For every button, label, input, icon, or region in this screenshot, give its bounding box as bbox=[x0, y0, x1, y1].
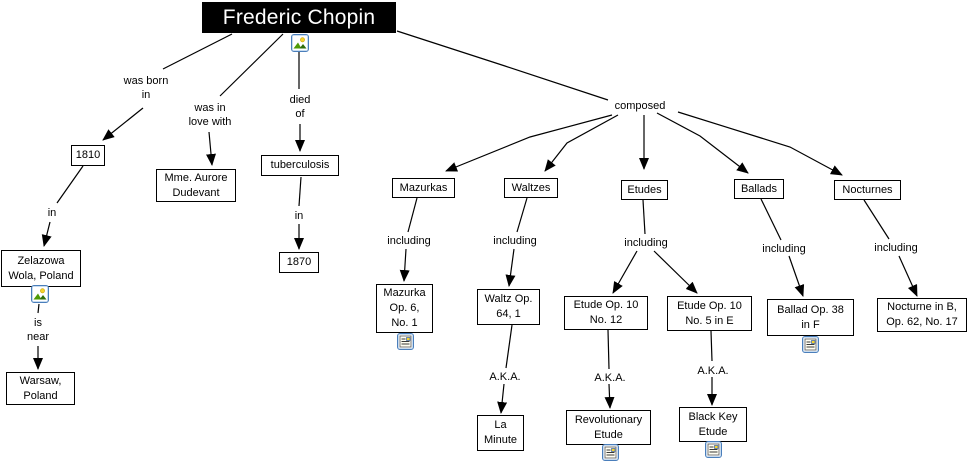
link-aka-revolutionary: A.K.A. bbox=[594, 371, 626, 384]
connector-aka-laminute bbox=[497, 383, 508, 414]
node-etudes[interactable]: Etudes bbox=[621, 180, 668, 200]
connector-etudes-including bbox=[642, 199, 646, 235]
node-zelazowa-wola[interactable]: Zelazowa Wola, Poland bbox=[1, 250, 81, 287]
link-is-near: is near bbox=[26, 317, 50, 343]
link-was-in-love-with: was in love with bbox=[188, 102, 232, 128]
node-ballad-op38[interactable]: Ballad Op. 38 in F bbox=[767, 299, 854, 336]
node-black-key-etude[interactable]: Black Key Etude bbox=[679, 407, 747, 442]
node-mme-aurore-dudevant[interactable]: Mme. Aurore Dudevant bbox=[156, 169, 236, 202]
connector-nocturnes-including bbox=[863, 199, 890, 240]
link-was-born-in: was born in bbox=[123, 75, 169, 101]
node-frederic-chopin[interactable]: Frederic Chopin bbox=[202, 2, 396, 33]
connector-etude12-aka bbox=[607, 329, 610, 370]
connector-waltzpiece-aka bbox=[505, 324, 513, 369]
link-in-birthplace: in bbox=[47, 207, 57, 219]
link-including-waltzes: including bbox=[493, 235, 537, 247]
picture-icon[interactable] bbox=[31, 285, 49, 303]
connector-aka-revolutionary bbox=[604, 383, 615, 409]
node-warsaw-poland[interactable]: Warsaw, Poland bbox=[6, 372, 75, 405]
connector-including-balladpiece bbox=[788, 255, 805, 297]
node-nocturne-op62[interactable]: Nocturne in B, Op. 62, No. 17 bbox=[877, 298, 967, 332]
node-1810[interactable]: 1810 bbox=[71, 145, 105, 166]
node-nocturnes[interactable]: Nocturnes bbox=[834, 180, 901, 200]
connector-including-mazurkapiece bbox=[399, 248, 410, 282]
connector-in-birthplace bbox=[41, 221, 52, 247]
document-icon[interactable] bbox=[397, 333, 414, 350]
connector-wasinlove-mme bbox=[206, 131, 216, 166]
node-tuberculosis[interactable]: tuberculosis bbox=[261, 155, 339, 176]
node-waltzes[interactable]: Waltzes bbox=[504, 178, 558, 198]
node-la-minute[interactable]: La Minute bbox=[477, 415, 524, 451]
connector-including-nocturnepiece bbox=[898, 255, 918, 297]
node-ballads[interactable]: Ballads bbox=[734, 179, 784, 199]
connector-etude5-aka bbox=[710, 330, 713, 362]
link-aka-blackkey: A.K.A. bbox=[697, 364, 729, 377]
link-including-nocturnes: including bbox=[874, 242, 918, 254]
node-revolutionary-etude[interactable]: Revolutionary Etude bbox=[566, 410, 651, 445]
connector-composed-waltzes bbox=[544, 114, 619, 172]
link-aka-laminute: A.K.A. bbox=[489, 370, 521, 383]
connector-composed-nocturnes bbox=[677, 111, 843, 176]
connector-mazurkas-including bbox=[407, 197, 418, 233]
connector-composed-ballads bbox=[656, 112, 749, 174]
document-icon[interactable] bbox=[602, 444, 619, 461]
link-including-etudes: including bbox=[624, 237, 668, 249]
node-mazurkas[interactable]: Mazurkas bbox=[392, 178, 455, 198]
connector-including-etude5 bbox=[653, 250, 698, 294]
connector-ballads-including bbox=[760, 198, 782, 241]
link-died-of: died of bbox=[289, 94, 311, 120]
link-in-year: in bbox=[294, 210, 304, 222]
connector-1810-in bbox=[56, 165, 84, 204]
node-waltz-op64-1[interactable]: Waltz Op. 64, 1 bbox=[477, 289, 540, 325]
connector-title-composed bbox=[396, 30, 609, 101]
picture-icon[interactable] bbox=[291, 34, 309, 52]
connector-wasbornin-1810 bbox=[102, 107, 144, 141]
node-etude-op10-no12[interactable]: Etude Op. 10 No. 12 bbox=[564, 296, 648, 330]
connector-tuberculosis-in bbox=[298, 176, 302, 207]
link-including-ballads: including bbox=[762, 243, 806, 255]
node-1870[interactable]: 1870 bbox=[279, 252, 319, 273]
connector-waltzes-including bbox=[516, 197, 528, 233]
node-etude-op10-no5[interactable]: Etude Op. 10 No. 5 in E bbox=[667, 296, 752, 331]
connector-composed-mazurkas bbox=[445, 114, 613, 172]
connector-including-waltzpiece bbox=[505, 248, 516, 287]
connector-birthplace-isnear bbox=[37, 303, 40, 314]
document-icon[interactable] bbox=[705, 441, 722, 458]
link-composed: composed bbox=[614, 100, 666, 112]
document-icon[interactable] bbox=[802, 336, 819, 353]
connector-including-etude12 bbox=[612, 250, 638, 294]
connector-title-wasbornin bbox=[162, 33, 233, 70]
connector-title-wasinlove bbox=[219, 33, 284, 97]
node-mazurka-op6-no1[interactable]: Mazurka Op. 6, No. 1 bbox=[376, 284, 433, 333]
link-including-mazurkas: including bbox=[387, 235, 431, 247]
